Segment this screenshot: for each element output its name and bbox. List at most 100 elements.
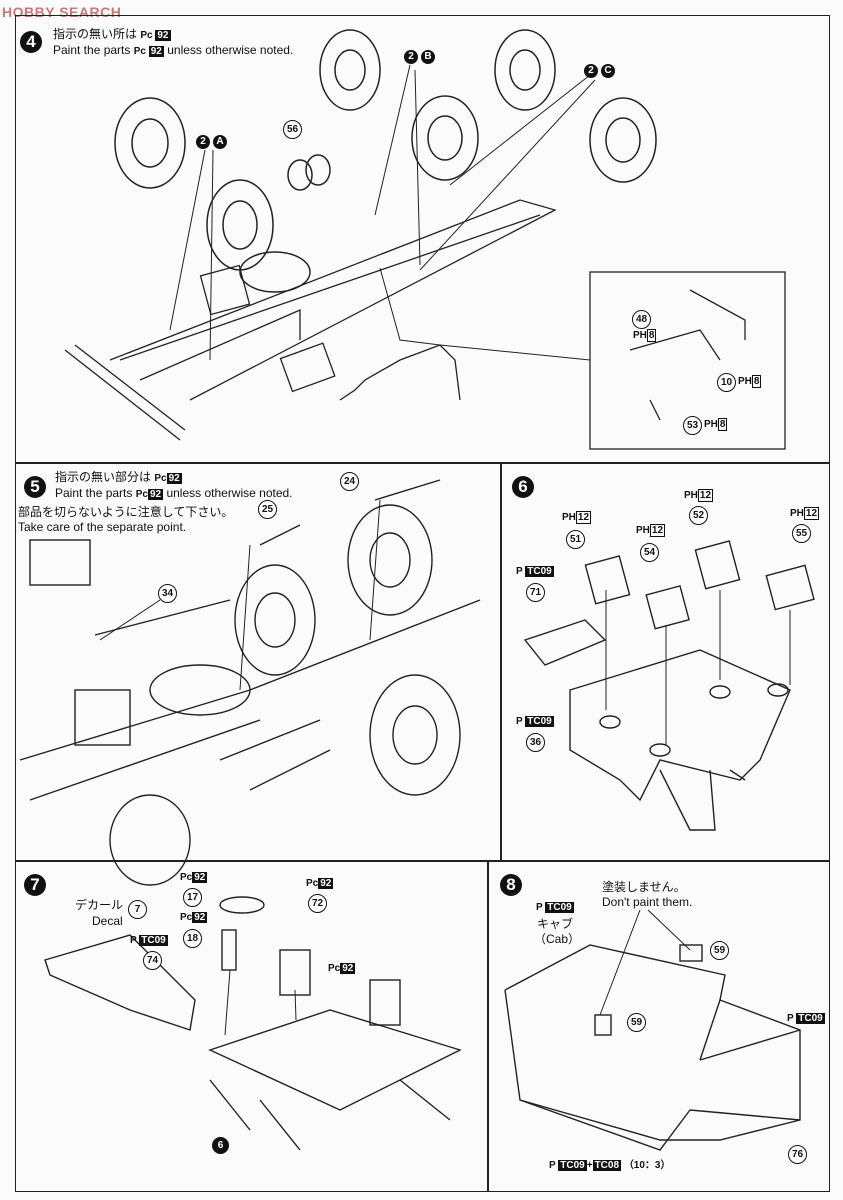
paint-label: P: [516, 716, 523, 727]
callout-2b-letter: B: [421, 50, 435, 64]
paint-code: TC09: [545, 902, 574, 913]
step-6-panel: [500, 462, 830, 862]
paint-code: 92: [155, 30, 171, 41]
step-7-panel: [15, 860, 489, 1192]
paint-code: 8: [751, 375, 762, 388]
paint-tc09-71: P TC09: [516, 566, 554, 577]
part-71: 71: [526, 583, 545, 602]
watermark-logo: HOBBY SEARCH: [2, 4, 122, 20]
paint-label: PH: [633, 330, 647, 341]
paint-tc09-74: P TC09: [130, 935, 168, 946]
decal-jp: デカール: [75, 898, 124, 912]
paint-tc09-cab: P TC09: [536, 902, 574, 913]
paint-code: 92: [147, 489, 164, 500]
step4-chassis-drawing: [64, 199, 786, 450]
step6-drawing: [523, 540, 815, 831]
mix-ratio: （10：3）: [623, 1160, 671, 1171]
step7-drawing: [44, 896, 462, 1151]
step-4-number: 4: [20, 31, 42, 53]
step-4-panel: [15, 15, 830, 464]
part-48: 48: [632, 310, 651, 329]
paint-label: P: [549, 1160, 556, 1171]
part-56: 56: [283, 120, 302, 139]
no-paint-jp: 塗装しません。: [602, 880, 686, 894]
part-74: 74: [143, 951, 162, 970]
part-17: 17: [183, 888, 202, 907]
paint-label: Pc: [180, 872, 193, 883]
step4-wheels: [114, 29, 657, 293]
callout-2c-num: 2: [584, 64, 598, 78]
paint-label: P: [516, 566, 523, 577]
decal-7: 7: [128, 900, 147, 919]
part-59-lower: 59: [627, 1013, 646, 1032]
paint-code: 92: [192, 912, 208, 923]
part-59-upper: 59: [710, 941, 729, 960]
step-5-note-en-suffix: unless otherwise noted.: [166, 486, 293, 500]
paint-code: 12: [803, 507, 820, 520]
caution-en: Take care of the separate point.: [18, 520, 187, 534]
callout-2c-letter: C: [601, 64, 615, 78]
paint-label: Pc: [135, 489, 148, 500]
plus-sign: +: [586, 1160, 593, 1171]
step-6-number: 6: [512, 476, 534, 498]
step-5-number: 5: [24, 476, 46, 498]
part-72: 72: [308, 894, 327, 913]
paint-label: PH: [704, 419, 718, 430]
paint-code: 8: [646, 329, 657, 342]
part-25: 25: [258, 500, 277, 519]
paint-code: 92: [340, 963, 356, 974]
step-7-number: 7: [24, 874, 46, 896]
paint-code-2: TC08: [592, 1160, 622, 1171]
paint-code: 8: [717, 418, 728, 431]
paint-code: TC09: [558, 1160, 587, 1171]
paint-code: 92: [148, 46, 164, 57]
paint-code: 92: [192, 872, 208, 883]
callout-2a-num: 2: [196, 135, 210, 149]
step-5-caution: 部品を切らないように注意して下さい。 Take care of the sepa…: [18, 505, 233, 535]
part-18: 18: [183, 929, 202, 948]
paint-code: TC09: [139, 935, 168, 946]
paint-label: PH: [562, 512, 576, 523]
paint-tc09-right: P TC09: [787, 1013, 825, 1024]
part-54: 54: [640, 543, 659, 562]
step-4-note-en: Paint the parts: [53, 43, 131, 57]
part-53: 53: [683, 416, 702, 435]
cab-jp: キャブ: [537, 917, 574, 931]
step-4-note: 指示の無い所は Pc 92 Paint the parts Pc 92 unle…: [53, 27, 293, 59]
paint-code: 92: [318, 878, 334, 889]
paint-label: PH: [790, 508, 804, 519]
step-4-note-en-suffix: unless otherwise noted.: [167, 43, 294, 57]
paint-code: 12: [649, 524, 666, 537]
paint-code: TC09: [796, 1013, 825, 1024]
paint-code: 12: [697, 489, 714, 502]
paint-label: P: [536, 902, 543, 913]
leader-lines: [99, 64, 791, 1036]
paint-label: Pc: [133, 46, 146, 57]
part-34: 34: [158, 584, 177, 603]
paint-tc09-tc08-mix: P TC09+TC08 （10：3）: [549, 1156, 671, 1171]
paint-code: TC09: [525, 716, 554, 727]
part-36: 36: [526, 733, 545, 752]
paint-label: PH: [684, 490, 698, 501]
step8-drawing: [504, 944, 801, 1151]
part-76: 76: [788, 1145, 807, 1164]
step-5-note-jp: 指示の無い部分は: [55, 470, 152, 484]
paint-label: PH: [738, 376, 752, 387]
part-51: 51: [566, 530, 585, 549]
decal-en: Decal: [92, 914, 123, 928]
paint-label: Pc: [306, 878, 319, 889]
caution-jp: 部品を切らないように注意して下さい。: [18, 505, 234, 519]
